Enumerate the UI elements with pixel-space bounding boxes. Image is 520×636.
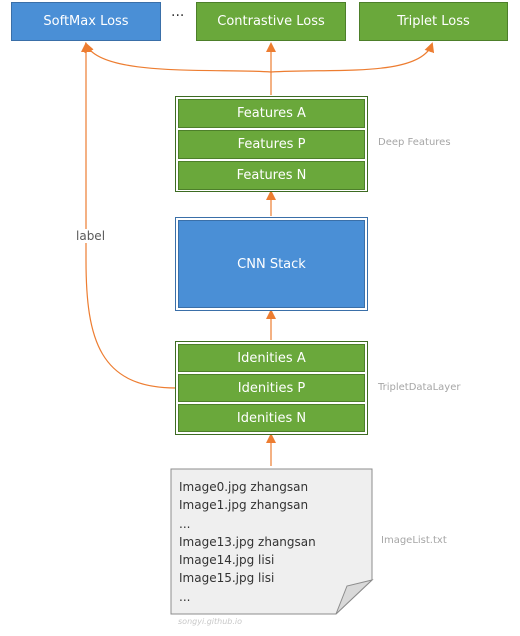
features-n-cell: Features N [178,161,365,190]
imagelist-line: ... [179,589,191,604]
triplet-loss-box: Triplet Loss [359,2,508,41]
contrastive-loss-label: Contrastive Loss [217,14,325,29]
contrastive-loss-box: Contrastive Loss [196,2,346,41]
identities-a-label: Idenities A [237,350,306,366]
features-a-cell: Features A [178,99,365,128]
imagelist-content: Image0.jpg zhangsan Image1.jpg zhangsan … [179,478,316,606]
triplet-loss-label: Triplet Loss [397,14,470,29]
deep-features-label: Deep Features [378,137,451,148]
arrow-features-to-triplet [270,42,435,73]
triplet-data-layer-label: TripletDataLayer [378,382,461,393]
features-p-cell: Features P [178,130,365,159]
cnn-stack-box: CNN Stack [178,220,365,308]
imagelist-line: Image15.jpg lisi [179,571,275,586]
features-stack: Features A Features P Features N [175,96,368,192]
identities-p-cell: Idenities P [178,374,365,402]
imagelist-line: Image13.jpg zhangsan [179,534,316,549]
cnn-stack-frame: CNN Stack [175,217,368,311]
features-n-label: Features N [236,168,307,183]
identities-n-cell: Idenities N [178,404,365,432]
imagelist-line: Image1.jpg zhangsan [179,498,309,513]
imagelist-file-label: ImageList.txt [381,535,447,546]
features-a-label: Features A [237,106,306,121]
watermark: songyi.github.io [178,617,243,626]
arrow-label-to-softmax [81,42,177,389]
cnn-stack-label: CNN Stack [237,256,306,272]
softmax-loss-label: SoftMax Loss [43,14,129,29]
features-p-label: Features P [237,137,306,152]
label-edge-text: label [74,229,108,243]
document-fold [335,579,374,615]
identities-stack: Idenities A Idenities P Idenities N [175,341,368,435]
identities-a-cell: Idenities A [178,344,365,372]
imagelist-line: ... [179,516,191,531]
imagelist-line: Image0.jpg zhangsan [179,480,309,494]
imagelist-line: Image14.jpg lisi [179,553,275,568]
softmax-loss-box: SoftMax Loss [11,2,161,41]
identities-p-label: Idenities P [237,380,306,396]
more-losses-ellipsis: ··· [171,8,185,24]
arrow-features-to-softmax [84,42,272,73]
identities-n-label: Idenities N [236,410,307,426]
